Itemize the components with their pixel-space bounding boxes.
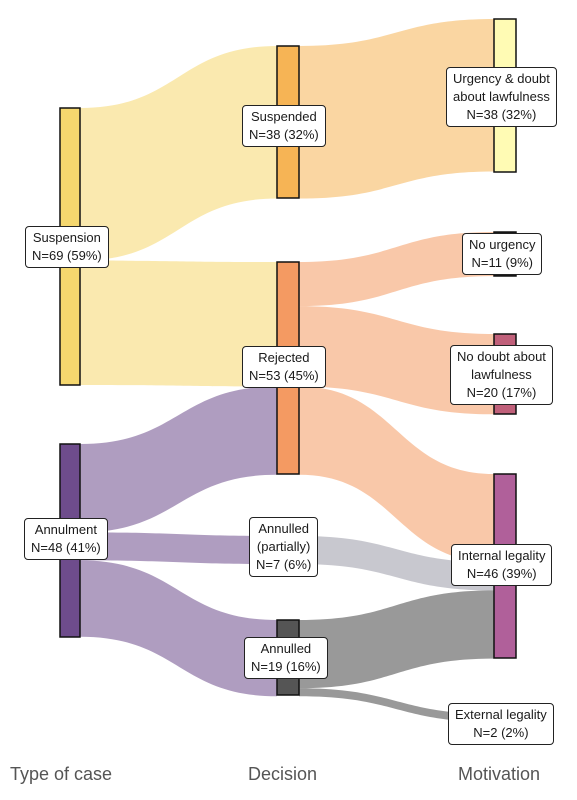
flow-rejected-to-no_doubt — [299, 306, 494, 415]
flow-suspension-to-rejected — [80, 260, 277, 387]
flow-annulled-to-external_legality — [299, 688, 494, 723]
flow-annulment-to-annulled_partially — [80, 532, 277, 565]
flow-suspended-to-urgency_doubt — [299, 19, 494, 199]
flow-annulment-to-rejected — [80, 386, 277, 533]
column-title-type: Type of case — [10, 764, 113, 784]
node-label-annulled-partially: Annulled(partially)N=7 (6%) — [249, 517, 319, 577]
flow-rejected-to-internal_legality — [299, 386, 494, 563]
sankey-links — [80, 19, 494, 723]
flow-rejected-to-no_urgency — [299, 232, 494, 307]
column-title-motivation: Motivation — [458, 764, 541, 784]
flow-annulled_partially-to-internal_legality — [299, 536, 494, 591]
flow-annulled-to-internal_legality — [299, 590, 494, 689]
column-title-decision: Decision — [248, 764, 318, 784]
flow-annulment-to-annulled — [80, 560, 277, 697]
flow-suspension-to-suspended — [80, 46, 277, 261]
